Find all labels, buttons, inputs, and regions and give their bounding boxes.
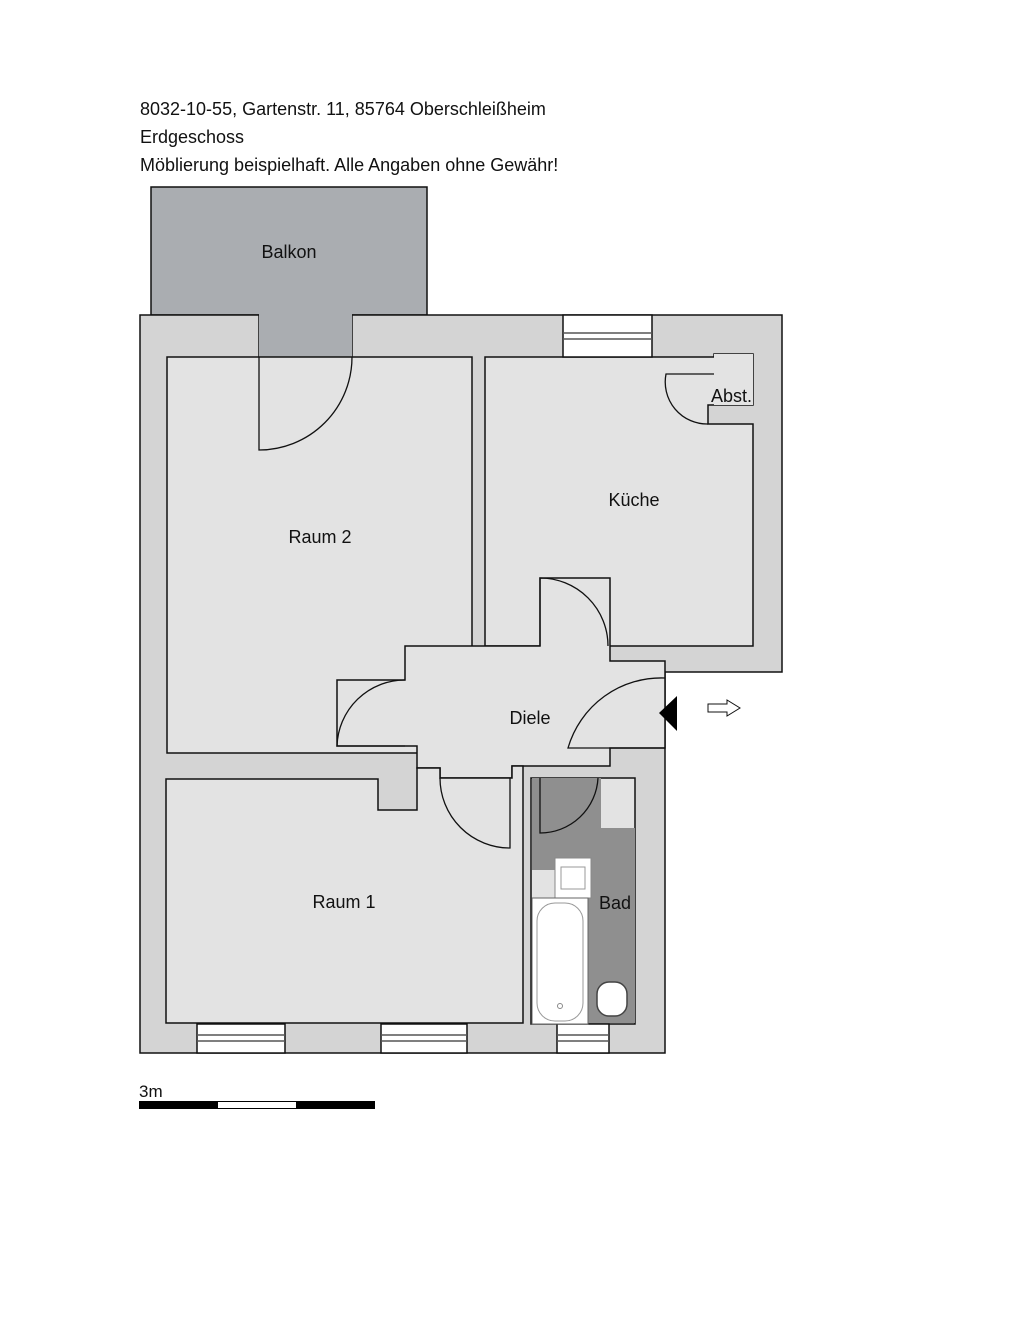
windows	[196, 314, 653, 1054]
disclaimer: Möblierung beispielhaft. Alle Angaben oh…	[140, 155, 559, 175]
door-swings	[258, 356, 714, 849]
label-raum-1: Raum 1	[312, 892, 375, 912]
arrow-right-outline-icon	[707, 699, 741, 717]
scale-bar	[139, 1101, 375, 1109]
bath-floor	[532, 778, 635, 1023]
label-raum-2: Raum 2	[288, 527, 351, 547]
label-bad: Bad	[599, 893, 631, 913]
label-balkon: Balkon	[261, 242, 316, 262]
sink	[554, 857, 592, 899]
balcony-door-opening	[259, 314, 352, 357]
toilet	[596, 981, 628, 1017]
label-kueche: Küche	[608, 490, 659, 510]
label-abst: Abst.	[711, 386, 752, 406]
entrance-triangle-icon	[659, 696, 677, 731]
balcony-area	[150, 186, 428, 316]
scale-label: 3m	[139, 1082, 163, 1101]
plan-title: 8032-10-55, Gartenstr. 11, 85764 Obersch…	[140, 99, 546, 119]
bathtub	[531, 897, 589, 1025]
floor-label: Erdgeschoss	[140, 127, 245, 147]
label-diele: Diele	[509, 708, 550, 728]
